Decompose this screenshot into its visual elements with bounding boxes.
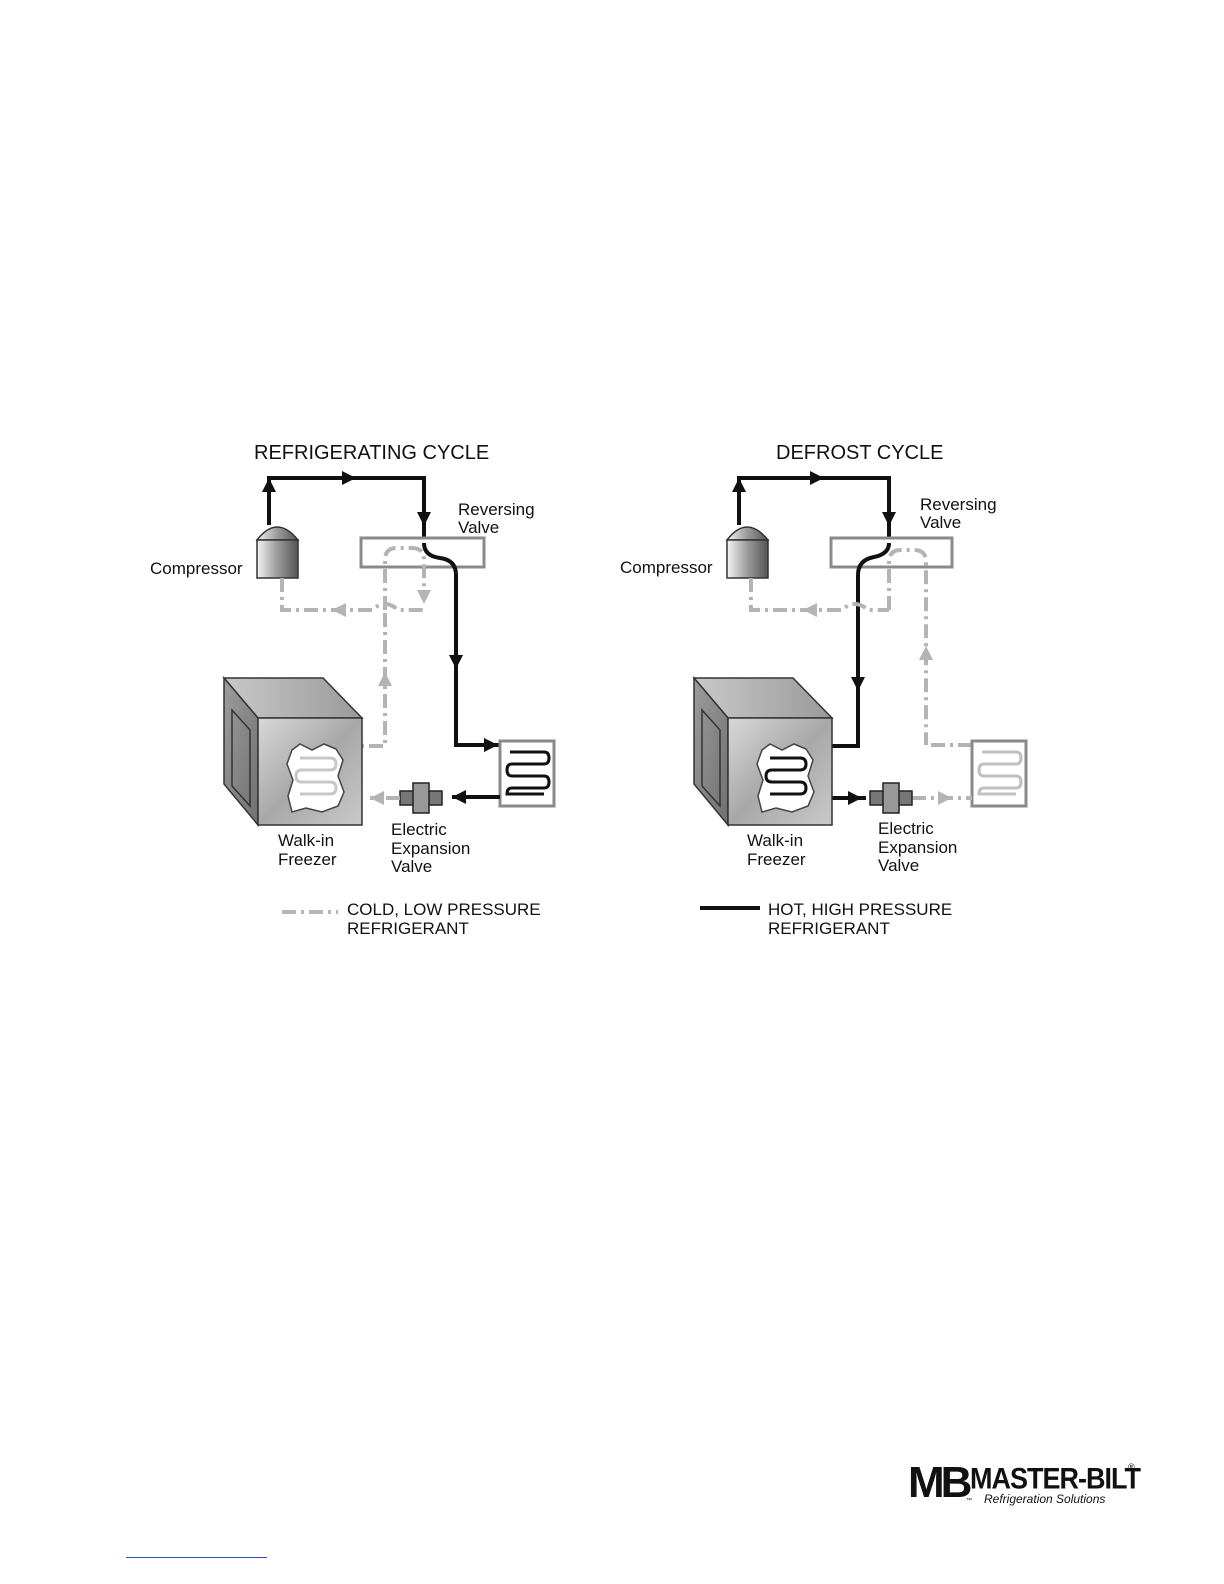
flow-arrow	[938, 791, 952, 805]
walk-in-freezer-label-line1: Walk-in	[278, 831, 334, 850]
expansion-valve-label-line2: Expansion	[878, 838, 957, 857]
flow-arrow	[732, 478, 746, 492]
logo-mark: MB	[908, 1460, 968, 1506]
compressor-icon	[727, 527, 768, 578]
reversing-valve-icon	[361, 538, 484, 567]
logo-name: MASTER-BILT	[970, 1462, 1140, 1496]
flow-arrow	[452, 790, 466, 804]
expansion-valve-icon	[870, 783, 912, 813]
expansion-valve-label-line3: Valve	[391, 857, 432, 876]
flow-arrow	[262, 478, 276, 492]
walk-in-freezer-label-line2: Freezer	[747, 850, 806, 869]
walk-in-freezer-label-line1: Walk-in	[747, 831, 803, 850]
reversing-valve-label-line2: Valve	[920, 513, 961, 532]
flow-arrow	[332, 603, 346, 617]
flow-arrow	[882, 512, 896, 526]
defrost-title: DEFROST CYCLE	[776, 442, 943, 464]
legend-hot-label-line2: REFRIGERANT	[768, 919, 890, 938]
outdoor-coil-icon	[972, 741, 1026, 806]
compressor-label: Compressor	[620, 558, 713, 577]
walk-in-freezer-icon	[694, 678, 832, 825]
suction-line	[282, 578, 424, 610]
expansion-valve-label-line1: Electric	[391, 820, 447, 839]
flow-arrow	[848, 791, 862, 805]
valve-cold-path	[889, 550, 926, 745]
legend-hot-label-line1: HOT, HIGH PRESSURE	[768, 900, 952, 919]
compressor-icon	[257, 527, 298, 578]
legend-cold-label-line1: COLD, LOW PRESSURE	[347, 900, 541, 919]
flow-arrow	[803, 603, 817, 617]
flow-arrow	[417, 590, 431, 604]
reversing-valve-label-line2: Valve	[458, 518, 499, 537]
outdoor-coil-icon	[500, 741, 554, 806]
flow-arrow	[370, 791, 384, 805]
master-bilt-logo: MB MASTER-BILT ® ™ Refrigeration Solutio…	[908, 1460, 1148, 1510]
flow-arrow	[417, 512, 431, 526]
refrigerating-cycle-panel: REFRIGERATING CYCLE Compressor Reversing…	[150, 442, 554, 938]
legend-cold-label-line2: REFRIGERANT	[347, 919, 469, 938]
hot-line-to-outdoor-coil	[424, 543, 500, 745]
reversing-valve-label-line1: Reversing	[920, 495, 997, 514]
flow-arrow	[919, 646, 933, 660]
flow-arrow	[810, 471, 824, 485]
flow-arrow	[378, 672, 392, 686]
compressor-label: Compressor	[150, 559, 243, 578]
refrigerating-title: REFRIGERATING CYCLE	[254, 442, 489, 464]
walk-in-freezer-icon	[224, 678, 362, 825]
flow-arrow	[484, 738, 498, 752]
flow-arrow	[449, 655, 463, 669]
expansion-valve-label-line2: Expansion	[391, 839, 470, 858]
flow-arrow	[342, 471, 356, 485]
flow-arrow	[851, 677, 865, 691]
reversing-valve-label-line1: Reversing	[458, 500, 535, 519]
logo-registered-mark: ®	[1128, 1462, 1135, 1472]
logo-trademark: ™	[966, 1498, 972, 1504]
defrost-cycle-panel: DEFROST CYCLE Compressor Reversing Valve	[620, 442, 1026, 938]
logo-tagline: Refrigeration Solutions	[984, 1492, 1105, 1506]
expansion-valve-label-line3: Valve	[878, 856, 919, 875]
expansion-valve-label-line1: Electric	[878, 819, 934, 838]
footer-rule	[126, 1557, 267, 1558]
expansion-valve-icon	[400, 783, 442, 813]
walk-in-freezer-label-line2: Freezer	[278, 850, 337, 869]
suction-line	[751, 578, 889, 610]
